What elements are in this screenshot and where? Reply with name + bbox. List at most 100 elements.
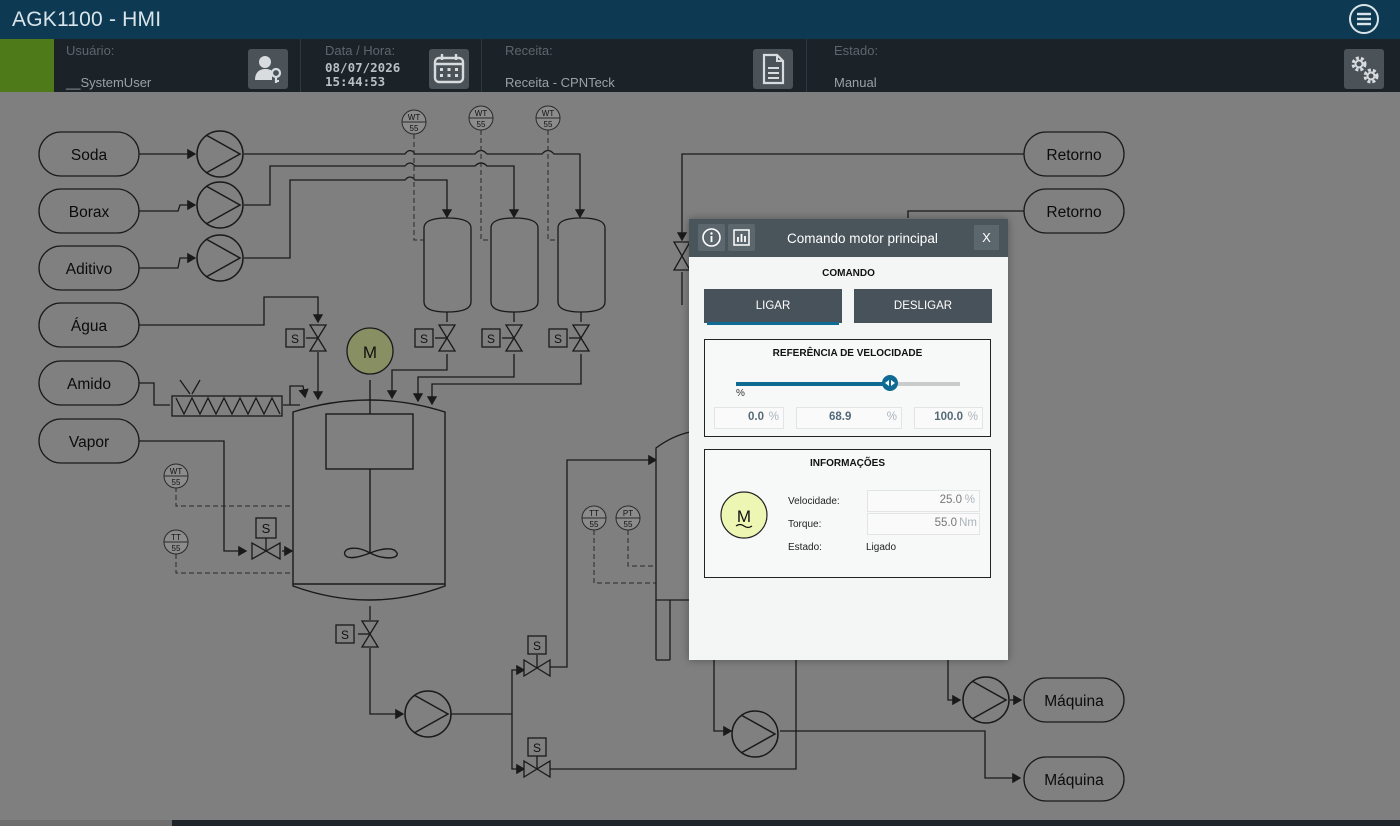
settings-button[interactable] [1344, 49, 1384, 89]
info-button[interactable] [698, 224, 725, 251]
solenoid-valve-icon[interactable]: S [251, 517, 281, 561]
chart-button[interactable] [728, 224, 755, 251]
screw-conveyor-icon[interactable] [171, 379, 283, 417]
speed-slider-handle[interactable] [882, 375, 899, 391]
status-indicator [0, 39, 54, 92]
ligar-active-indicator [707, 322, 839, 325]
calendar-button[interactable] [429, 49, 469, 89]
input-borax[interactable]: Borax [69, 204, 110, 221]
input-pills: Soda Borax Aditivo Água Amido Vapor Reto… [38, 131, 1125, 802]
svg-text:WT: WT [542, 109, 555, 118]
instrument-wt[interactable]: WT 55 [535, 105, 561, 131]
info-bar: Usuário: __SystemUser Data / Hora: 08/07… [0, 39, 1400, 92]
svg-text:PT: PT [623, 509, 633, 518]
svg-text:S: S [341, 628, 349, 642]
solenoid-valve-icon[interactable]: S [285, 324, 328, 352]
input-agua[interactable]: Água [71, 318, 108, 335]
info-icon [702, 228, 721, 247]
svg-text:55: 55 [410, 124, 419, 133]
dialog-title: Comando motor principal [787, 231, 938, 246]
pump-icon[interactable] [962, 676, 1010, 724]
state-value: Ligado [866, 542, 897, 553]
velocity-field: 25.0% [867, 490, 980, 512]
svg-text:WT: WT [170, 467, 183, 476]
svg-text:WT: WT [408, 113, 421, 122]
tank-icon[interactable] [557, 217, 606, 313]
svg-text:S: S [487, 332, 495, 346]
gears-icon [1351, 56, 1379, 84]
command-section-title: COMANDO [822, 268, 875, 279]
svg-text:S: S [420, 332, 428, 346]
tank-icon[interactable] [490, 217, 539, 313]
info-section-title: INFORMAÇÕES [810, 458, 885, 469]
return-2[interactable]: Retorno [1046, 204, 1101, 221]
solenoid-valve-icon[interactable]: S [523, 635, 551, 678]
velocity-label: Velocidade: [788, 496, 840, 507]
svg-text:M: M [363, 343, 377, 362]
process-diagram: Soda Borax Aditivo Água Amido Vapor Reto… [0, 92, 1400, 820]
document-icon [762, 53, 785, 85]
mixer-vessel-icon[interactable] [292, 380, 446, 601]
solenoid-valve-icon[interactable]: S [548, 324, 591, 352]
input-amido[interactable]: Amido [67, 376, 111, 393]
user-key-button[interactable] [248, 49, 288, 89]
output-maquina-2[interactable]: Máquina [1044, 772, 1104, 789]
close-button[interactable]: X [974, 225, 999, 250]
svg-text:S: S [533, 639, 541, 653]
speed-value-field[interactable]: 68.9% [796, 407, 902, 429]
speed-min-field: 0.0% [714, 407, 784, 429]
svg-text:55: 55 [544, 120, 553, 129]
svg-text:TT: TT [171, 533, 181, 542]
slider-unit: % [736, 388, 745, 399]
bar-chart-icon [733, 229, 750, 246]
bottom-bar [0, 820, 1400, 826]
state-cell: Estado: Manual [834, 39, 1134, 92]
calendar-icon [433, 54, 465, 84]
dialog-header: Comando motor principal X [689, 219, 1008, 257]
speed-reference-panel: REFERÊNCIA DE VELOCIDADE % 0.0% 68.9% 10… [704, 339, 991, 437]
svg-text:WT: WT [475, 109, 488, 118]
input-aditivo[interactable]: Aditivo [66, 261, 113, 278]
pump-icon[interactable] [404, 690, 452, 738]
speed-section-title: REFERÊNCIA DE VELOCIDADE [772, 348, 923, 359]
datetime-cell: Data / Hora: 08/07/2026 15:44:53 [325, 39, 475, 92]
ligar-button[interactable]: LIGAR [704, 289, 842, 323]
solenoid-valve-icon[interactable]: S [523, 737, 551, 779]
svg-text:S: S [554, 332, 562, 346]
svg-text:55: 55 [590, 520, 599, 529]
input-vapor[interactable]: Vapor [69, 434, 109, 451]
pump-icon[interactable] [196, 181, 244, 229]
svg-text:S: S [533, 741, 541, 755]
instrument-wt[interactable]: WT 55 [401, 109, 427, 135]
cooker-vessel-icon[interactable] [655, 431, 691, 661]
output-maquina-1[interactable]: Máquina [1044, 693, 1104, 710]
date-value: 08/07/2026 [325, 60, 401, 75]
desligar-button[interactable]: DESLIGAR [854, 289, 992, 323]
pump-icon[interactable] [196, 234, 244, 282]
user-key-icon [255, 56, 282, 83]
input-soda[interactable]: Soda [71, 147, 108, 164]
speed-max-field: 100.0% [914, 407, 983, 429]
tank-icon[interactable] [423, 217, 472, 313]
pump-icon[interactable] [731, 710, 779, 758]
speed-slider-track[interactable] [736, 375, 960, 391]
pump-icon[interactable] [196, 130, 244, 178]
valve-icon[interactable] [672, 241, 692, 271]
svg-text:S: S [291, 332, 299, 346]
recipe-button[interactable] [753, 49, 793, 89]
menu-icon[interactable] [1348, 3, 1380, 35]
time-value: 15:44:53 [325, 74, 386, 89]
solenoid-valve-icon[interactable]: S [414, 324, 457, 352]
return-1[interactable]: Retorno [1046, 147, 1101, 164]
solenoid-valve-icon[interactable]: S [481, 324, 524, 352]
mixer-motor-icon[interactable]: M [346, 327, 394, 375]
info-panel: INFORMAÇÕES M Velocidade: 25.0% Torque: … [704, 449, 991, 578]
solenoid-valve-icon[interactable]: S [335, 620, 380, 648]
torque-label: Torque: [788, 519, 822, 530]
